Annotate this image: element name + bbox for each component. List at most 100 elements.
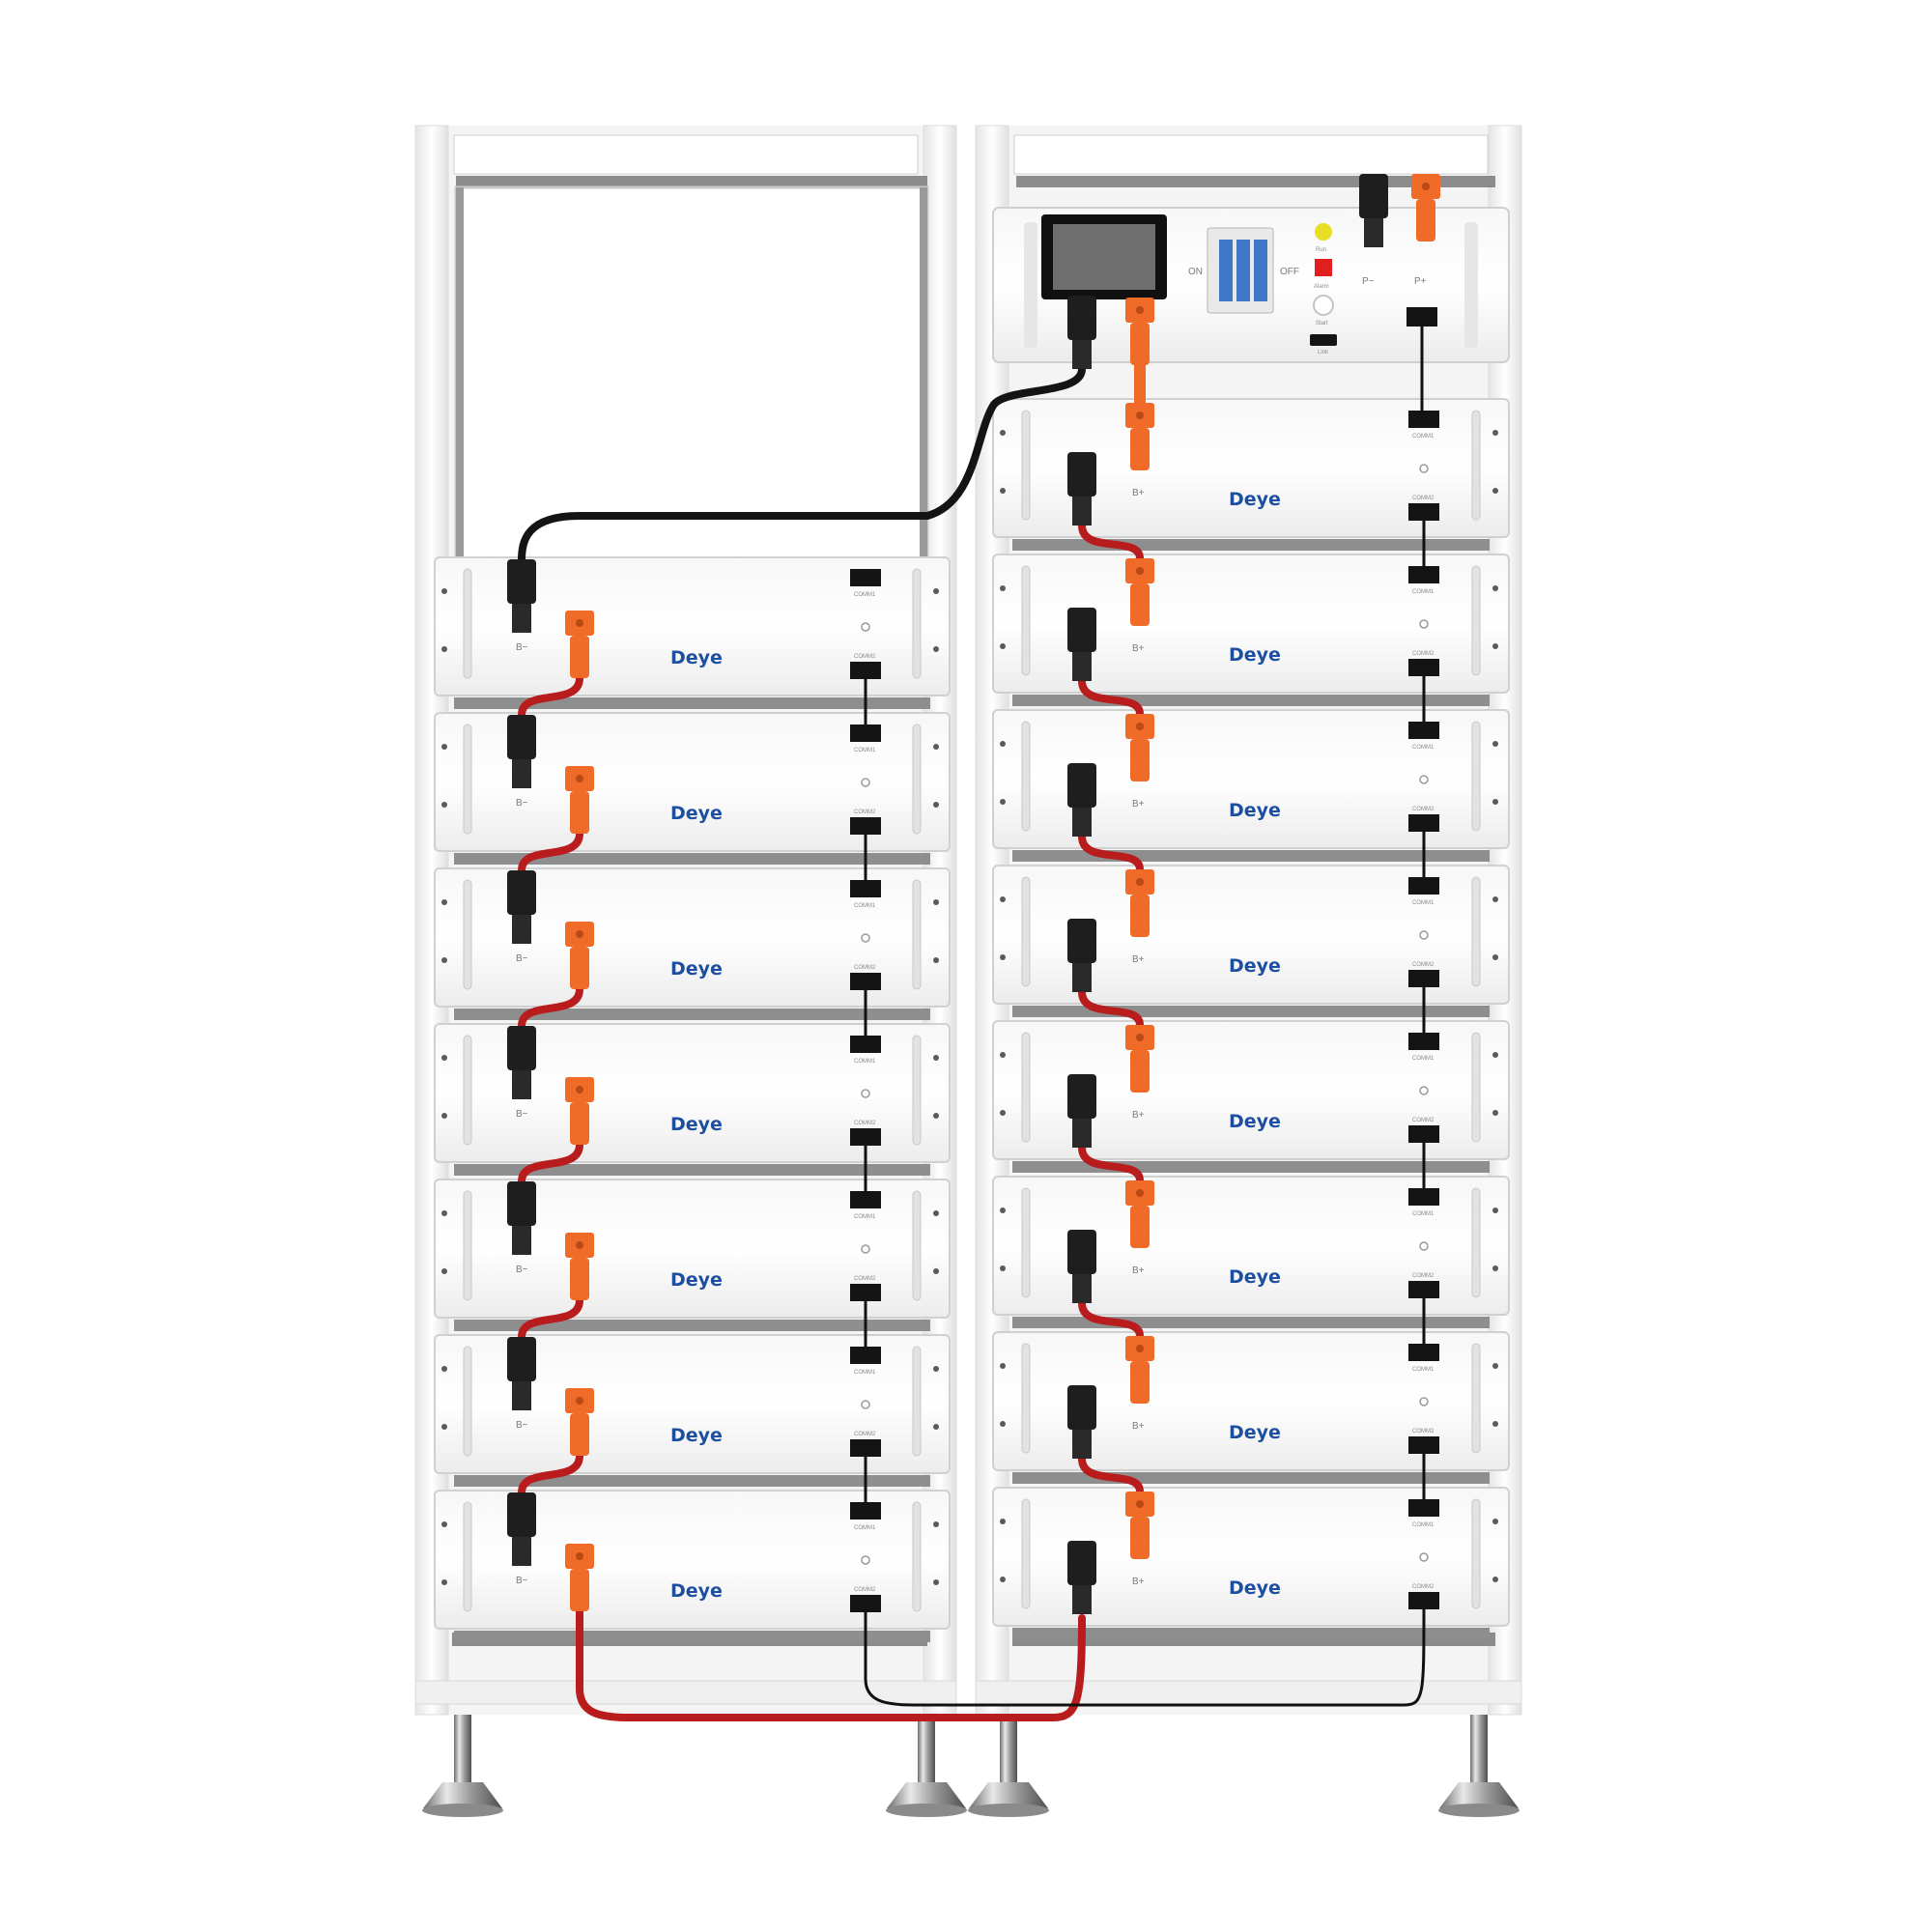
- comm-port-out[interactable]: [850, 1128, 881, 1146]
- control-box-comm-port[interactable]: [1406, 307, 1437, 327]
- module-handle[interactable]: [463, 1190, 472, 1301]
- module-handle[interactable]: [912, 879, 922, 990]
- positive-connector[interactable]: [565, 1233, 594, 1300]
- positive-connector[interactable]: [565, 1077, 594, 1145]
- module-handle[interactable]: [463, 1035, 472, 1146]
- b-minus-connector[interactable]: [507, 870, 536, 944]
- comm-port-in[interactable]: [850, 1036, 881, 1053]
- module-handle[interactable]: [1471, 1032, 1481, 1143]
- negative-connector[interactable]: [1067, 452, 1096, 526]
- plug-pin: [1136, 1345, 1144, 1352]
- b-minus-connector[interactable]: [507, 715, 536, 788]
- b-plus-connector[interactable]: [1125, 1180, 1154, 1248]
- module-handle[interactable]: [912, 1346, 922, 1457]
- comm-port-out[interactable]: [850, 1595, 881, 1612]
- b-minus-connector[interactable]: [507, 1492, 536, 1566]
- comm-port-out[interactable]: [1408, 814, 1439, 832]
- comm-port-in[interactable]: [1408, 722, 1439, 739]
- comm-port-out[interactable]: [850, 817, 881, 835]
- negative-connector[interactable]: [1067, 1541, 1096, 1614]
- positive-connector[interactable]: [565, 1544, 594, 1611]
- b-plus-connector[interactable]: [1125, 558, 1154, 626]
- module-handle[interactable]: [1471, 1343, 1481, 1454]
- comm-port-out[interactable]: [1408, 1592, 1439, 1609]
- module-handle[interactable]: [463, 568, 472, 679]
- start-button[interactable]: [1313, 295, 1334, 316]
- module-handle[interactable]: [1021, 721, 1031, 832]
- module-handle[interactable]: [463, 724, 472, 835]
- negative-connector[interactable]: [1067, 1230, 1096, 1303]
- comm-port-in[interactable]: [1408, 1188, 1439, 1206]
- module-handle[interactable]: [1471, 1498, 1481, 1609]
- comm-port-out[interactable]: [1408, 1281, 1439, 1298]
- b-minus-connector[interactable]: [507, 1181, 536, 1255]
- b-plus-connector[interactable]: [1125, 714, 1154, 781]
- comm-port-in[interactable]: [850, 1502, 881, 1520]
- comm-port-out[interactable]: [850, 1284, 881, 1301]
- p-minus-connector[interactable]: [1359, 174, 1388, 247]
- b-plus-connector[interactable]: [1125, 1336, 1154, 1404]
- module-handle[interactable]: [912, 1501, 922, 1612]
- positive-connector[interactable]: [565, 611, 594, 678]
- p-plus-connector[interactable]: [1411, 174, 1440, 242]
- b-minus-connector[interactable]: [507, 559, 536, 633]
- positive-connector[interactable]: [565, 1388, 594, 1456]
- negative-connector[interactable]: [1067, 608, 1096, 681]
- comm-port-in[interactable]: [1408, 1344, 1439, 1361]
- comm-port-out[interactable]: [1408, 1436, 1439, 1454]
- module-handle[interactable]: [1021, 1343, 1031, 1454]
- b-minus-connector[interactable]: [507, 1337, 536, 1410]
- negative-connector[interactable]: [1067, 763, 1096, 837]
- module-handle[interactable]: [912, 568, 922, 679]
- comm-port-in[interactable]: [850, 1191, 881, 1208]
- comm-port-in[interactable]: [1408, 566, 1439, 583]
- module-handle[interactable]: [912, 724, 922, 835]
- comm-port-out[interactable]: [850, 1439, 881, 1457]
- b-plus-connector[interactable]: [1125, 1025, 1154, 1093]
- module-handle[interactable]: [1021, 1187, 1031, 1298]
- comm-port-in[interactable]: [1408, 411, 1439, 428]
- b-plus-connector[interactable]: [1125, 869, 1154, 937]
- rack-screw: [1492, 585, 1498, 591]
- comm-port-in[interactable]: [850, 1347, 881, 1364]
- comm-port-out[interactable]: [1408, 659, 1439, 676]
- module-handle[interactable]: [1021, 876, 1031, 987]
- comm-port-out[interactable]: [1408, 970, 1439, 987]
- module-handle[interactable]: [463, 879, 472, 990]
- comm-port-in[interactable]: [1408, 877, 1439, 895]
- b-plus-connector[interactable]: [1125, 1492, 1154, 1559]
- module-handle[interactable]: [463, 1501, 472, 1612]
- comm-port-in[interactable]: [850, 724, 881, 742]
- module-handle[interactable]: [1021, 1498, 1031, 1609]
- module-handle[interactable]: [912, 1190, 922, 1301]
- negative-connector[interactable]: [1067, 1074, 1096, 1148]
- control-box-positive-connector[interactable]: [1125, 298, 1154, 365]
- positive-connector[interactable]: [565, 766, 594, 834]
- module-handle[interactable]: [1021, 410, 1031, 521]
- module-handle[interactable]: [1471, 410, 1481, 521]
- negative-connector[interactable]: [1067, 919, 1096, 992]
- negative-connector[interactable]: [1067, 1385, 1096, 1459]
- module-handle[interactable]: [1471, 1187, 1481, 1298]
- comm-port-out[interactable]: [1408, 503, 1439, 521]
- b-minus-connector[interactable]: [507, 1026, 536, 1099]
- comm-in-label: COMM1: [854, 1525, 876, 1531]
- comm-port-in[interactable]: [1408, 1499, 1439, 1517]
- module-handle[interactable]: [912, 1035, 922, 1146]
- positive-connector[interactable]: [565, 922, 594, 989]
- module-handle[interactable]: [1021, 1032, 1031, 1143]
- module-handle[interactable]: [1471, 721, 1481, 832]
- link-port[interactable]: [1310, 334, 1337, 346]
- comm-port-in[interactable]: [850, 569, 881, 586]
- comm-port-in[interactable]: [850, 880, 881, 897]
- module-handle[interactable]: [1471, 876, 1481, 987]
- module-handle[interactable]: [1471, 565, 1481, 676]
- comm-port-out[interactable]: [1408, 1125, 1439, 1143]
- b-plus-connector[interactable]: [1125, 403, 1154, 470]
- comm-port-in[interactable]: [1408, 1033, 1439, 1050]
- module-handle[interactable]: [1021, 565, 1031, 676]
- control-box-negative-connector[interactable]: [1067, 296, 1096, 369]
- module-handle[interactable]: [463, 1346, 472, 1457]
- comm-port-out[interactable]: [850, 662, 881, 679]
- comm-port-out[interactable]: [850, 973, 881, 990]
